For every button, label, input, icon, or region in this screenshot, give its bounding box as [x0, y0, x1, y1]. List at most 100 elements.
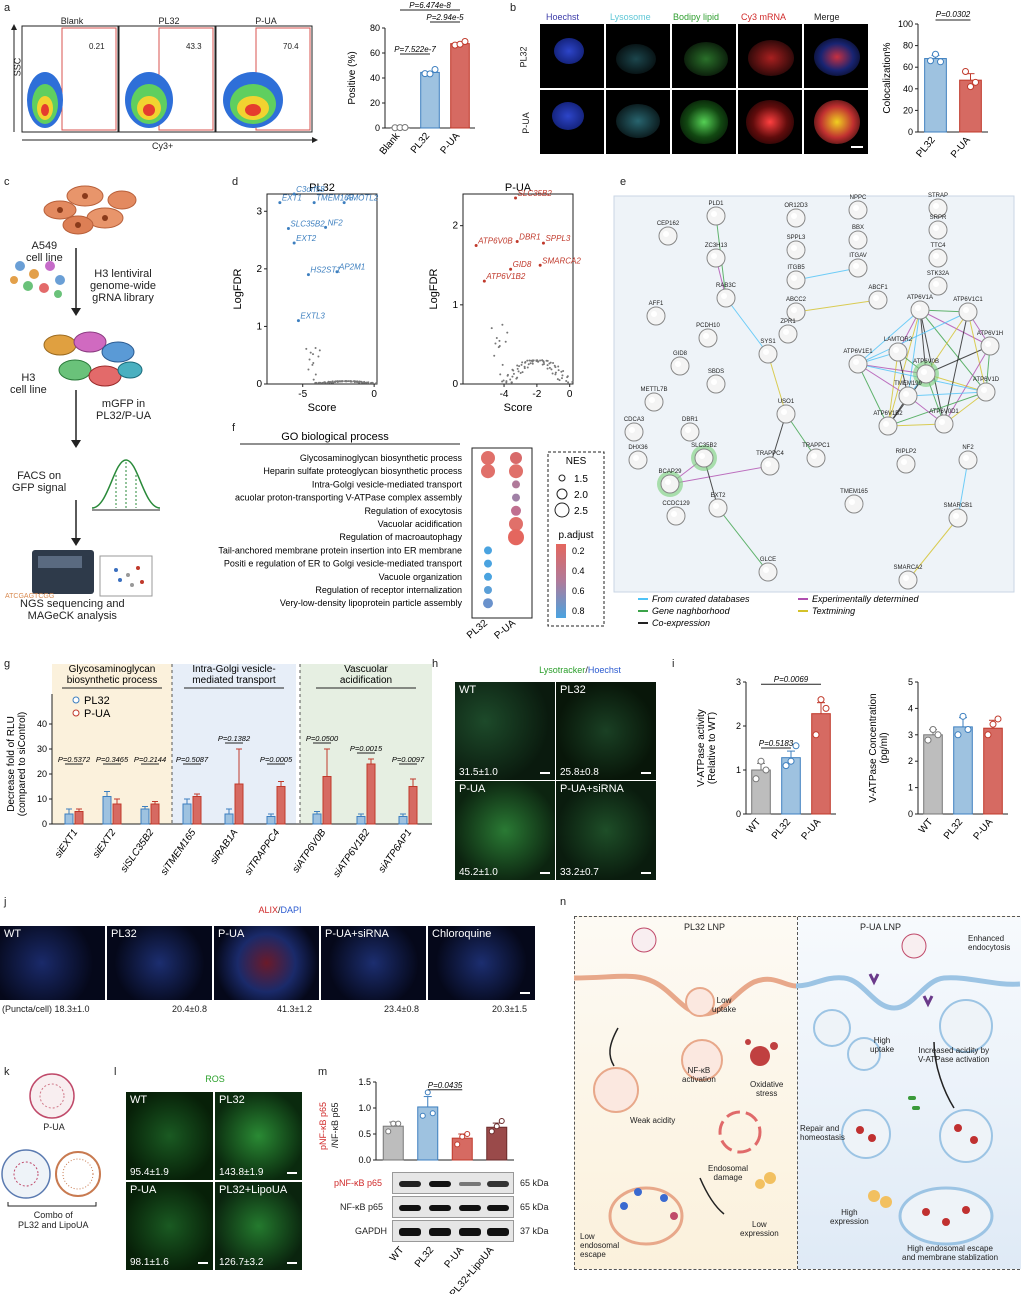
blot-label-gapdh: GAPDH — [355, 1226, 388, 1236]
node-shine — [713, 503, 719, 509]
panel-label-b: b — [510, 2, 517, 14]
n-weak-acidity: Weak acidity — [630, 1116, 676, 1125]
background-point — [499, 373, 502, 376]
node-label-rab3c: RAB3C — [716, 283, 737, 289]
bar-sitmem165-p-ua — [192, 796, 202, 825]
background-point — [326, 381, 329, 384]
background-point — [512, 372, 515, 375]
x-tick-label-pl32: PL32 — [409, 131, 433, 156]
b-row-pl32: PL32 — [518, 46, 529, 68]
node-shine — [933, 253, 939, 259]
b-channel-mrna: Cy3 mRNA — [741, 12, 787, 22]
y-tick-label: 0 — [452, 379, 458, 390]
node-label-smarca2: SMARCA2 — [893, 565, 923, 571]
background-point — [554, 371, 557, 374]
flow-y-arrowhead — [11, 24, 17, 30]
y-axis-label: Positive (%) — [347, 51, 358, 104]
j-title-dapi: DAPI — [280, 905, 302, 915]
annotation-siext1: P=0.5372 — [58, 755, 91, 764]
node-shine — [629, 427, 635, 433]
node-shine — [849, 499, 855, 505]
edge-atp6v1a-atp6v1e1 — [857, 309, 921, 365]
h-tile-pl32-value: 25.8±0.8 — [560, 767, 599, 778]
j-value-pua-sirna: 23.4±0.8 — [384, 1004, 419, 1014]
y-tick-label: 1 — [452, 300, 458, 311]
node-label-tmem165: TMEM165 — [840, 489, 868, 495]
background-point — [356, 380, 359, 383]
node-label-strap: STRAP — [928, 193, 948, 199]
go-term-7: Tail-anchored membrane protein insertion… — [218, 545, 462, 555]
d-frame-0 — [266, 193, 378, 385]
bar-wt — [923, 734, 943, 815]
background-point — [309, 351, 312, 354]
gene-label-tmem165: TMEM165 — [316, 194, 353, 203]
edge-atp6v1c1-atp6v1d — [967, 311, 987, 393]
background-point — [556, 378, 559, 381]
c-ngs-label: NGS sequencing and MAGeCK analysis — [20, 598, 125, 622]
background-point — [318, 349, 321, 352]
node-label-riplp2: RIPLP2 — [896, 449, 917, 455]
background-point — [502, 379, 505, 382]
f-legend-padj-tick-0: 0.2 — [572, 546, 585, 556]
node-label-itgav: ITGAV — [849, 253, 867, 259]
annotation-sitmem165: P=0.5087 — [176, 755, 209, 764]
y-tick-label: 3 — [736, 677, 741, 687]
bar-sirab1a-pl32 — [224, 813, 234, 825]
gene-point-amotl2 — [342, 201, 346, 205]
node-label-nf2: NF2 — [962, 445, 974, 451]
y-tick-label: 40 — [37, 719, 47, 729]
lentivirus-illustration — [10, 261, 65, 298]
edge-atp6v1h-atp6v0d1 — [943, 345, 991, 425]
y-tick-label: 20 — [37, 769, 47, 779]
go-term-2: Intra-Golgi vesicle-mediated transport — [312, 479, 463, 489]
node-label-glce: GLCE — [760, 557, 776, 563]
edge-lamtor2-atp6v1b2 — [887, 351, 899, 427]
background-point — [557, 365, 560, 368]
n-low-uptake: Low uptake — [712, 996, 737, 1014]
gene-label-extl3: EXTL3 — [300, 312, 325, 321]
f-title: GO biological process — [281, 431, 389, 443]
node-label-atp6v0b: ATP6V0B — [913, 359, 939, 365]
x-tick-label: 0 — [567, 389, 573, 400]
node-label-mettl7b: METTL7B — [640, 387, 667, 393]
j-value-wt: 18.3±1.0 — [54, 1004, 90, 1014]
bar-pl32 — [924, 58, 947, 133]
h-tile-wt-label: WT — [459, 684, 477, 696]
annotation-p: P=0.0302 — [936, 10, 971, 19]
g-group-title-2: Vascuolar — [344, 664, 388, 675]
gene-point-ext2 — [292, 241, 296, 245]
d-ylabel-0: LogFDR — [232, 268, 244, 309]
data-point — [424, 1089, 431, 1096]
background-point — [528, 359, 531, 362]
edge-sys1-uso1 — [767, 353, 787, 415]
y-tick-label: 2 — [736, 721, 741, 731]
b-channel-lipid: Bodipy lipid — [673, 12, 720, 22]
node-label-atp6v1e1: ATP6V1E1 — [843, 349, 873, 355]
bar-sirab1a-p-ua — [234, 783, 244, 825]
background-point — [545, 359, 548, 362]
background-point — [375, 381, 378, 384]
data-point — [762, 766, 770, 774]
data-point — [493, 1123, 500, 1130]
l-tile-pl32-value: 143.8±1.9 — [219, 1167, 264, 1178]
go-term-8: Positi e regulation of ER to Golgi vesic… — [224, 559, 463, 569]
background-point — [520, 363, 523, 366]
data-point — [787, 757, 795, 765]
node-shine — [633, 455, 639, 461]
gene-point-smarca2 — [538, 263, 542, 267]
bar-siatp6v0b-pl32 — [312, 813, 322, 825]
y-tick-label: 0 — [908, 127, 913, 137]
data-point — [929, 726, 937, 734]
y-tick-label: 0.5 — [358, 1129, 371, 1139]
node-label-atp6v1h: ATP6V1H — [977, 331, 1003, 337]
background-point — [550, 368, 553, 371]
j-tile-pl32: PL32 — [107, 926, 212, 1000]
background-point — [512, 369, 515, 372]
gene-label-gid8: GID8 — [513, 260, 532, 269]
n-nfkb-activation: NF-κB activation — [682, 1066, 716, 1084]
b-channel-lysosome: Lysosome — [610, 12, 651, 22]
